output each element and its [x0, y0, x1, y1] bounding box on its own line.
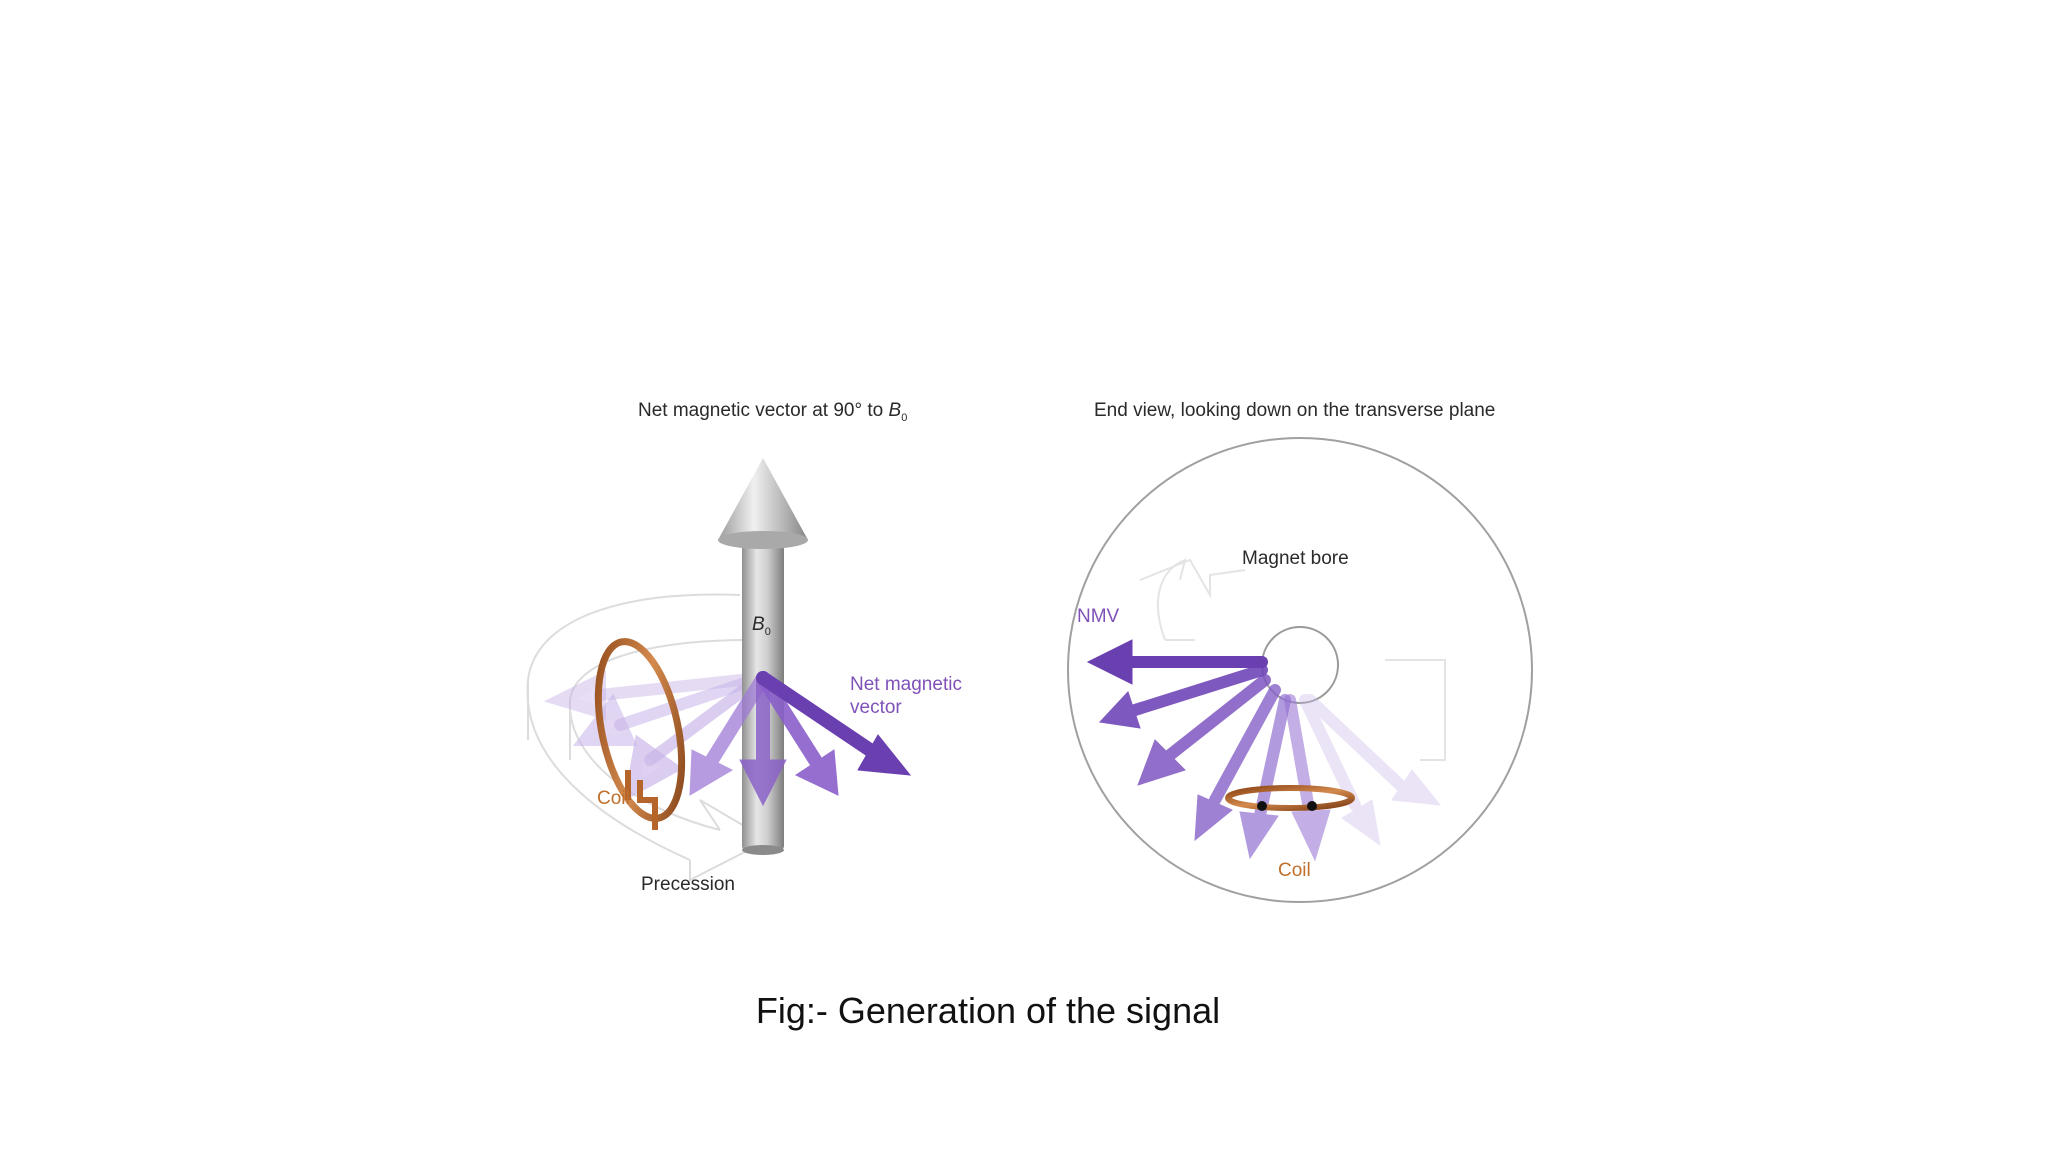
right-vector-trail — [1299, 694, 1442, 847]
receiver-coil — [594, 638, 686, 830]
precession-label: Precession — [641, 874, 735, 895]
figure-caption: Fig:- Generation of the signal — [755, 990, 1221, 1031]
right-coil-label: Coil — [1278, 860, 1311, 881]
left-coil-label: Coil — [597, 788, 630, 809]
net-magnetic-vectors — [689, 671, 912, 807]
nmv-vectors — [1086, 639, 1331, 862]
nmv-label: NMV — [1077, 606, 1120, 627]
left-panel: Net magnetic vector at 90° to B0 — [526, 400, 962, 895]
rotation-arrows — [1139, 558, 1446, 761]
b0-label: B0 — [752, 614, 771, 638]
left-panel-title: Net magnetic vector at 90° to B0 — [638, 400, 907, 424]
right-panel-title: End view, looking down on the transverse… — [1094, 400, 1495, 421]
right-receiver-coil — [1225, 785, 1355, 811]
net-vector-label-line2: vector — [850, 697, 902, 718]
right-panel: End view, looking down on the transverse… — [1067, 400, 1533, 903]
net-vector-label-line1: Net magnetic — [850, 674, 962, 695]
magnet-bore-label: Magnet bore — [1242, 548, 1349, 569]
